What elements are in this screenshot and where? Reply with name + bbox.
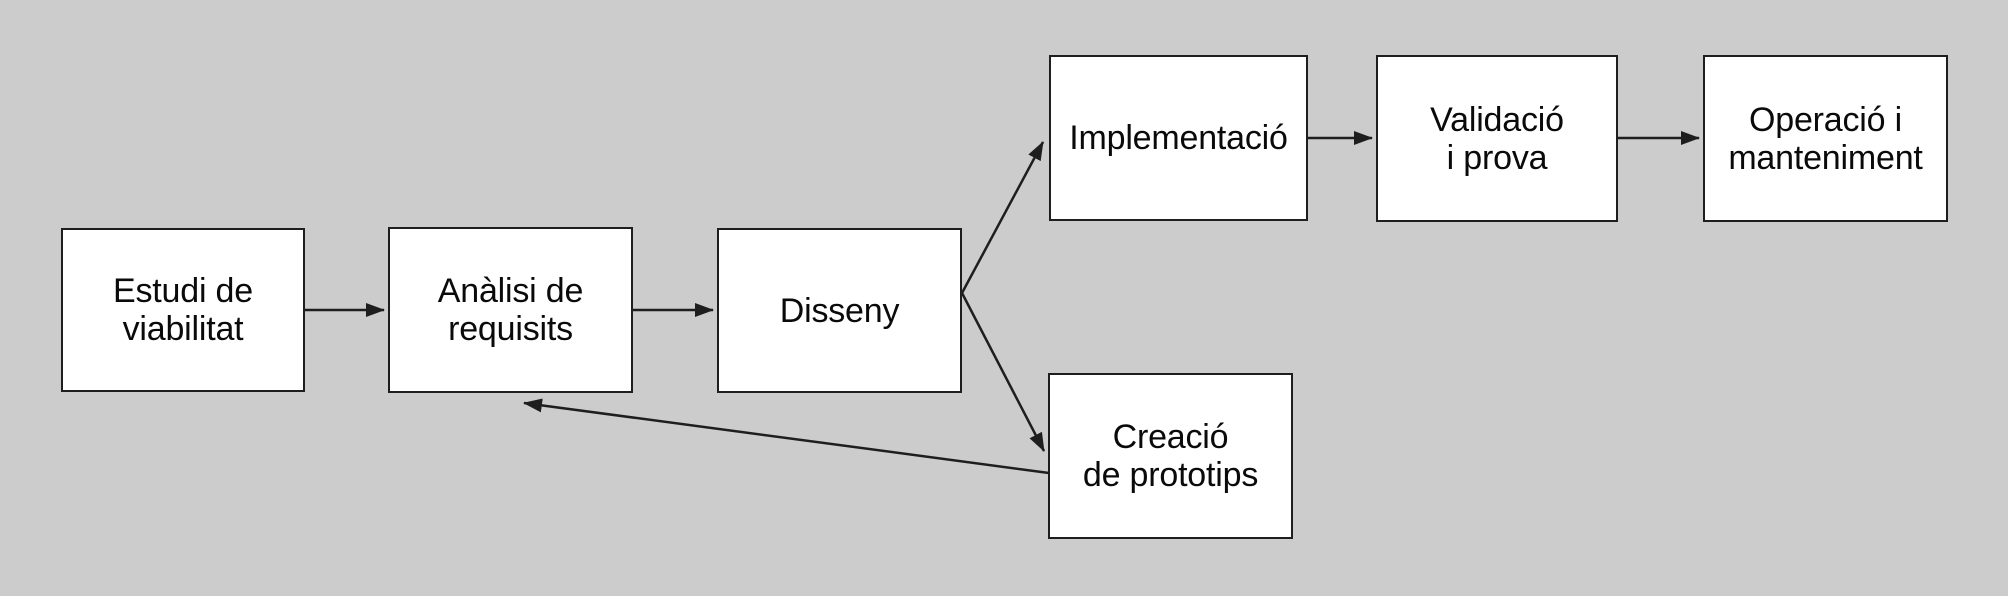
node-label-line: Disseny bbox=[779, 291, 900, 330]
node-label-line: Validació bbox=[1430, 100, 1564, 139]
node-label-line: Anàlisi de bbox=[437, 272, 584, 310]
node-label-line: viabilitat bbox=[122, 310, 244, 348]
node-label: Validació i prova bbox=[1430, 101, 1564, 177]
node-creacio-de-prototips: Creació de prototips bbox=[1048, 373, 1293, 539]
node-label-line: Implementació bbox=[1069, 119, 1288, 157]
node-implementacio: Implementació bbox=[1049, 55, 1308, 221]
node-label: Creació de prototips bbox=[1083, 418, 1258, 494]
node-label-line: Operació i bbox=[1749, 100, 1902, 139]
node-label-line: requisits bbox=[448, 310, 573, 348]
node-label-line: manteniment bbox=[1728, 138, 1923, 177]
node-label: Operació i manteniment bbox=[1728, 100, 1923, 177]
node-label-line: Creació bbox=[1112, 418, 1229, 456]
node-label-line: de prototips bbox=[1082, 456, 1259, 494]
node-analisi-de-requisits: Anàlisi de requisits bbox=[388, 227, 633, 393]
node-label: Estudi de viabilitat bbox=[113, 272, 253, 348]
node-operacio-i-manteniment: Operació i manteniment bbox=[1703, 55, 1948, 222]
node-estudi-de-viabilitat: Estudi de viabilitat bbox=[61, 228, 305, 392]
arrow-disseny-to-implementacio bbox=[960, 141, 1045, 294]
arrow-disseny-to-creacio bbox=[960, 292, 1046, 452]
node-label-line: Estudi de bbox=[113, 272, 253, 310]
node-label: Anàlisi de requisits bbox=[437, 272, 584, 348]
node-disseny: Disseny bbox=[717, 228, 962, 393]
node-label: Disseny bbox=[780, 292, 900, 330]
node-label: Implementació bbox=[1069, 119, 1288, 157]
node-label-line: i prova bbox=[1446, 138, 1548, 177]
arrow-creacio-to-analisi bbox=[523, 398, 1050, 475]
node-validacio-i-prova: Validació i prova bbox=[1376, 55, 1618, 222]
